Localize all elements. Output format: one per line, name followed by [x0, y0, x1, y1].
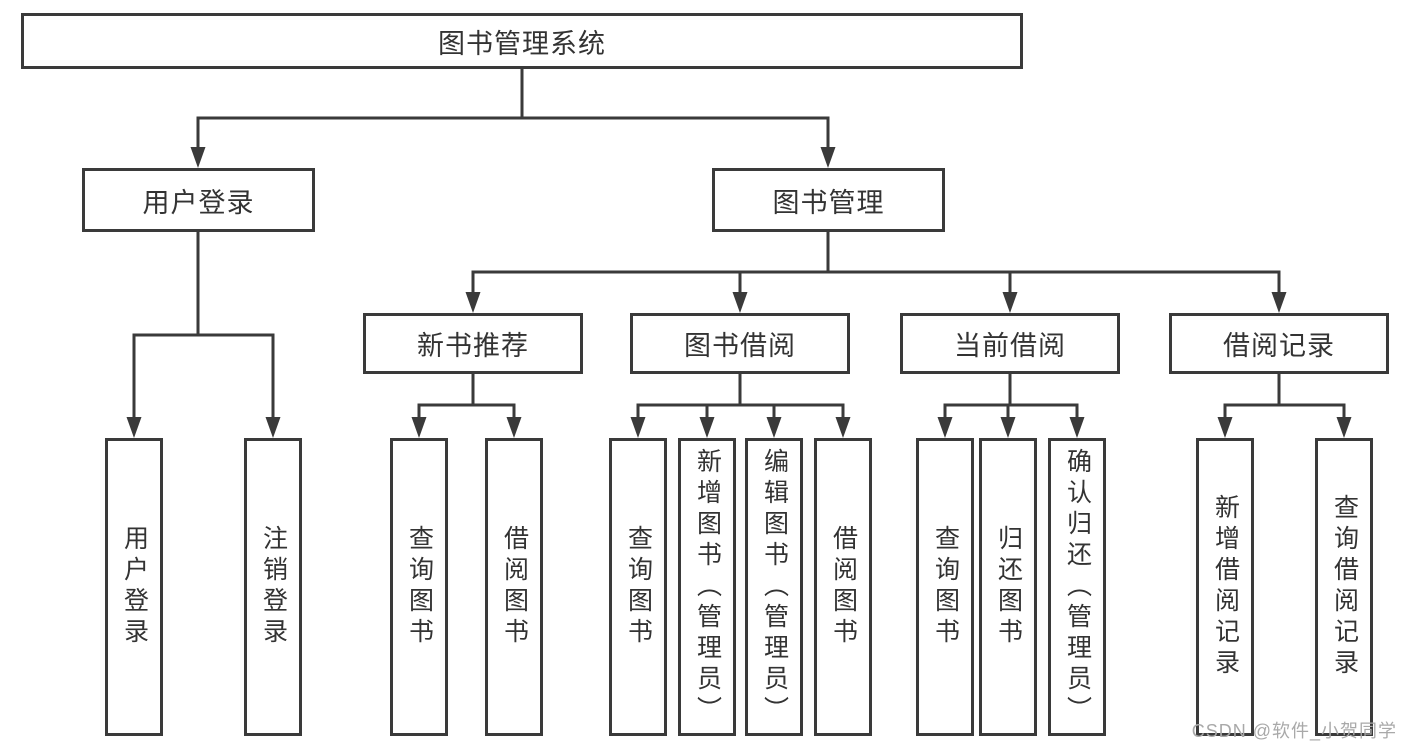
- leaf-add-book-admin: 新增图书（管理员）: [678, 438, 736, 736]
- leaf-label: 查询图书: [624, 525, 653, 649]
- leaf-confirm-return-admin: 确认归还（管理员）: [1048, 438, 1106, 736]
- leaf-label: 新增借阅记录: [1211, 494, 1240, 680]
- leaf-add-borrow-record: 新增借阅记录: [1196, 438, 1254, 736]
- watermark: CSDN @软件_小贺同学: [1191, 721, 1397, 741]
- node-book-borrowing: 图书借阅: [630, 313, 850, 374]
- node-label: 图书管理: [772, 187, 885, 218]
- leaf-label: 借阅图书: [500, 525, 529, 649]
- leaf-query-book-recommend: 查询图书: [390, 438, 448, 736]
- leaf-return-book: 归还图书: [979, 438, 1037, 736]
- leaf-label: 查询借阅记录: [1330, 494, 1359, 680]
- leaf-label: 新增图书（管理员）: [693, 447, 722, 727]
- leaf-label: 借阅图书: [829, 525, 858, 649]
- node-user-login: 用户登录: [82, 168, 315, 232]
- leaf-label: 归还图书: [994, 525, 1023, 649]
- node-new-book-recommend: 新书推荐: [363, 313, 583, 374]
- leaf-query-borrow-record: 查询借阅记录: [1315, 438, 1373, 736]
- node-borrowing-records: 借阅记录: [1169, 313, 1389, 374]
- leaf-label: 确认归还（管理员）: [1063, 447, 1092, 727]
- node-book-management: 图书管理: [712, 168, 945, 232]
- leaf-label: 编辑图书（管理员）: [760, 447, 789, 727]
- node-label: 图书管理系统: [438, 28, 606, 59]
- leaf-label: 用户登录: [120, 525, 149, 649]
- node-label: 新书推荐: [417, 331, 529, 361]
- leaf-query-book-borrowing: 查询图书: [609, 438, 667, 736]
- node-label: 当前借阅: [954, 331, 1066, 361]
- node-library-management-system: 图书管理系统: [21, 13, 1023, 69]
- leaf-borrow-book-borrowing: 借阅图书: [814, 438, 872, 736]
- leaf-query-book-current: 查询图书: [916, 438, 974, 736]
- leaf-logout: 注销登录: [244, 438, 302, 736]
- leaf-label: 注销登录: [259, 525, 288, 649]
- node-label: 借阅记录: [1223, 331, 1335, 361]
- leaf-user-login: 用户登录: [105, 438, 163, 736]
- leaf-edit-book-admin: 编辑图书（管理员）: [745, 438, 803, 736]
- node-label: 图书借阅: [684, 331, 796, 361]
- leaf-label: 查询图书: [405, 525, 434, 649]
- node-label: 用户登录: [142, 187, 255, 218]
- node-current-borrowing: 当前借阅: [900, 313, 1120, 374]
- leaf-label: 查询图书: [931, 525, 960, 649]
- leaf-borrow-book-recommend: 借阅图书: [485, 438, 543, 736]
